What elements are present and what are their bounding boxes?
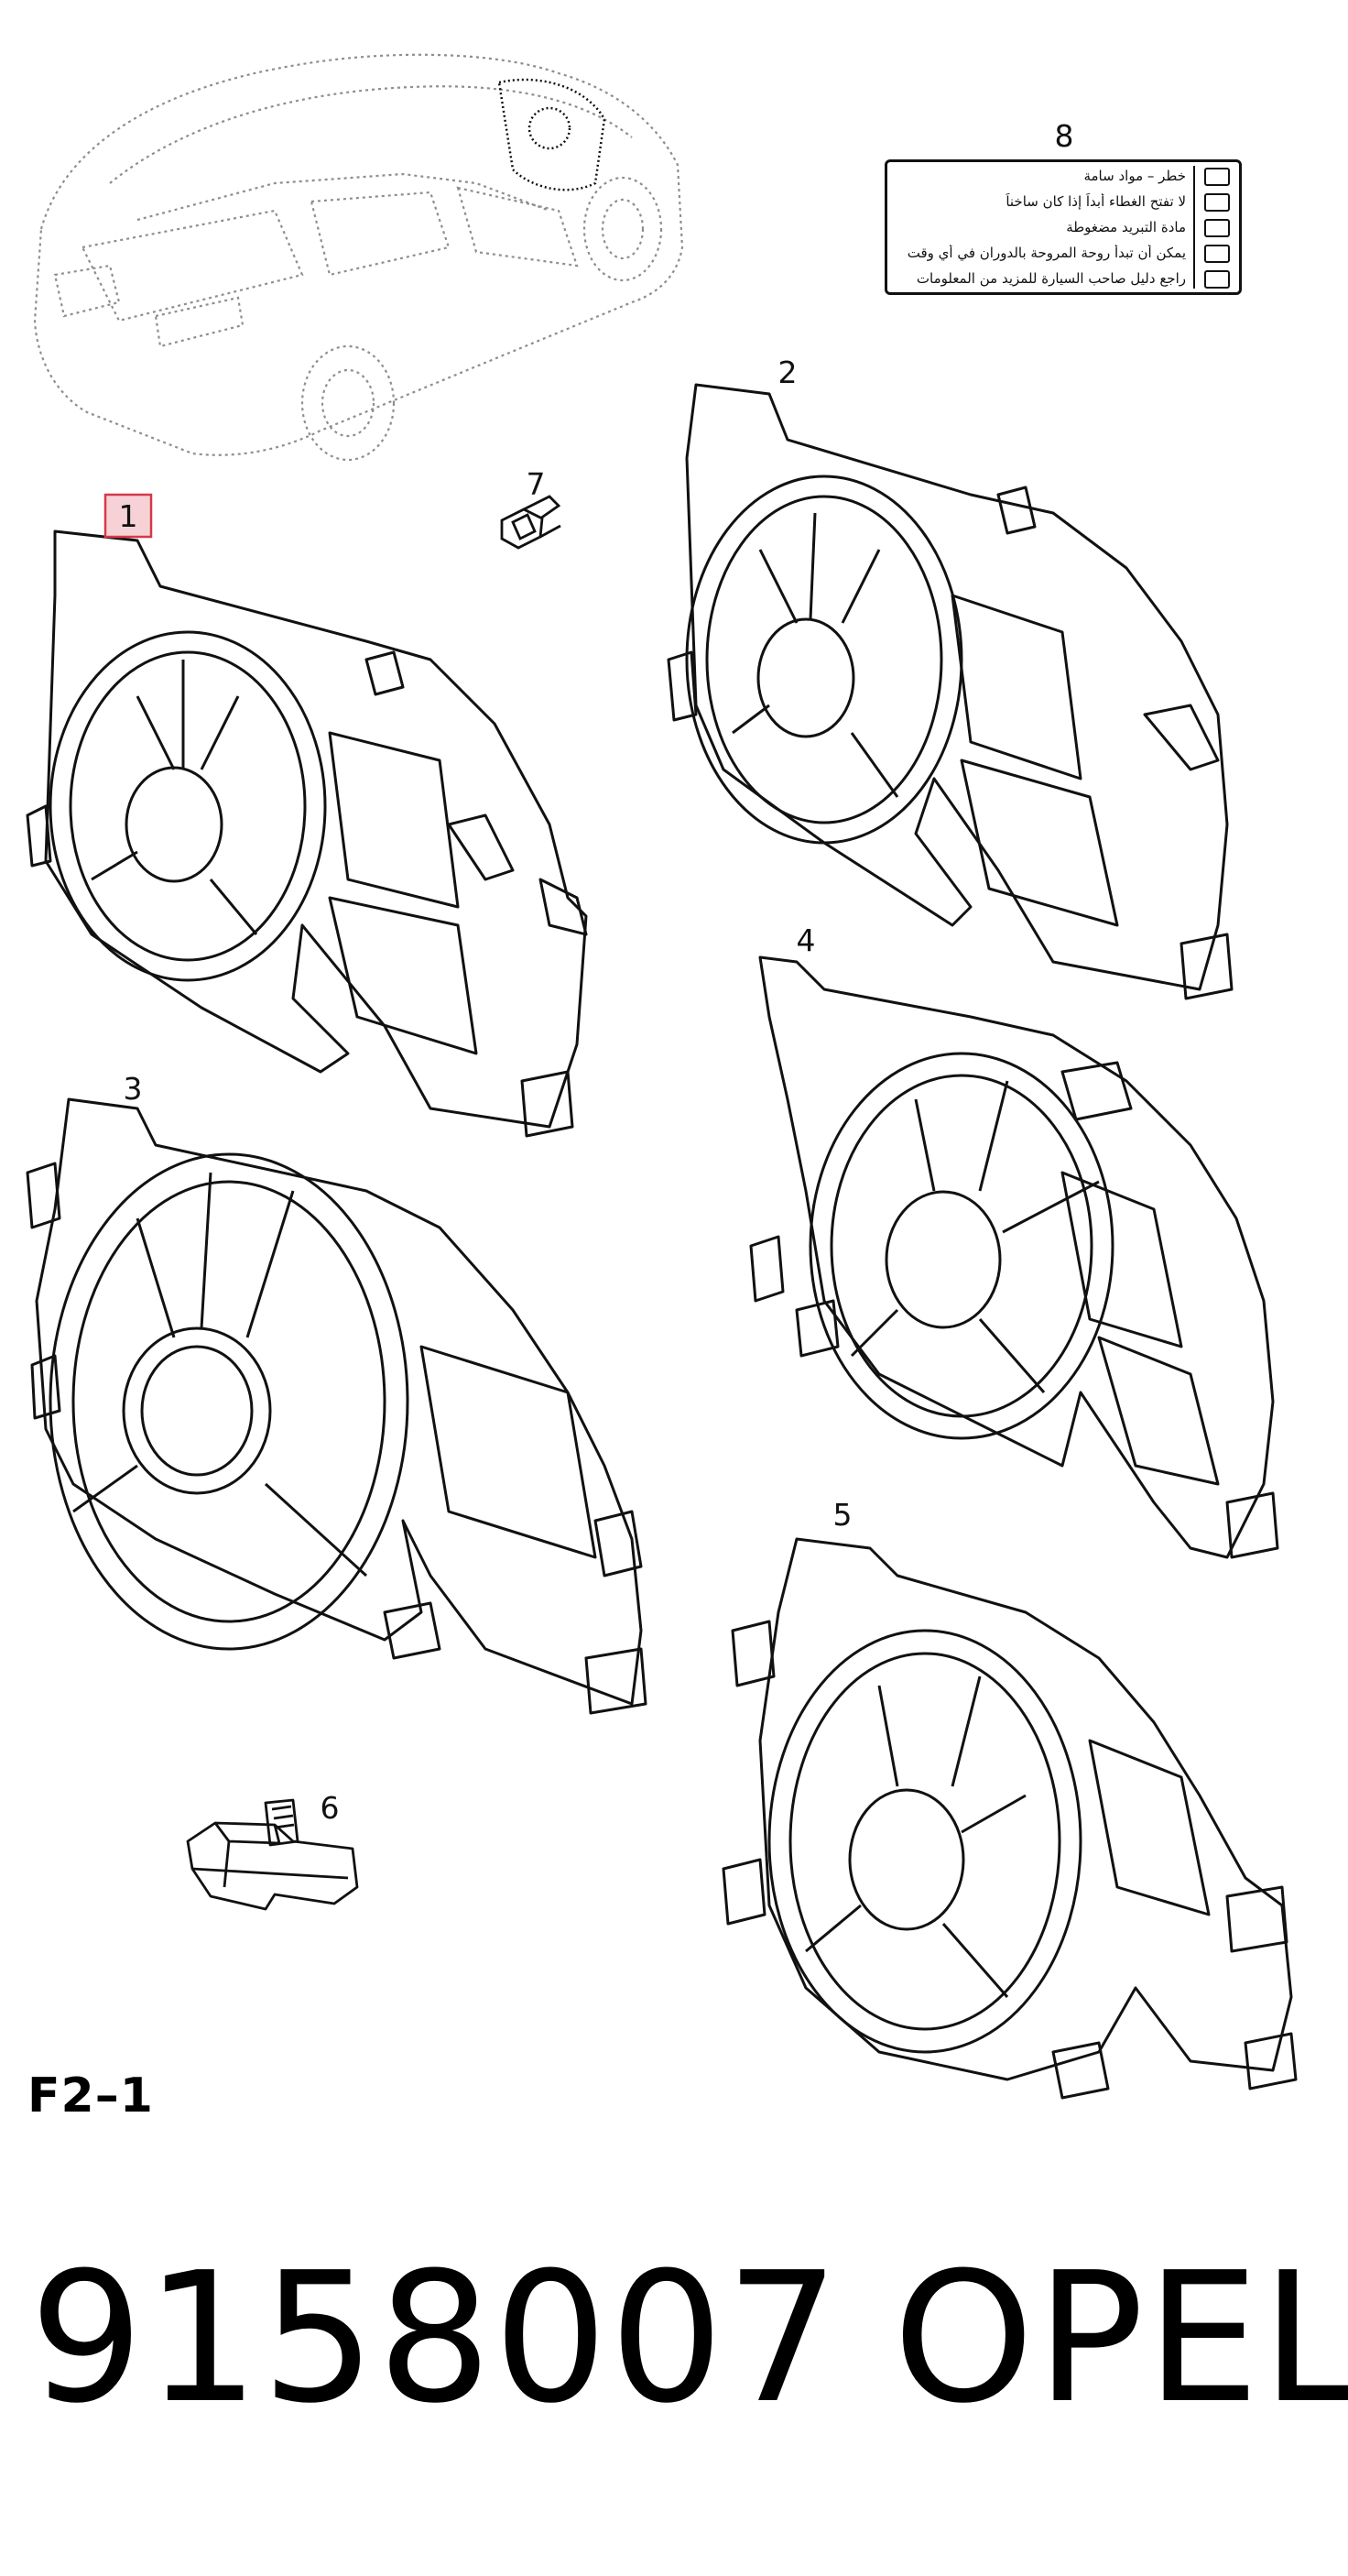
label-line-3: مادة التبريد مضغوطة	[1066, 219, 1186, 235]
warning-triangle-icon	[1204, 168, 1230, 186]
fan-icon	[1204, 245, 1230, 263]
fan-shroud-1	[26, 529, 588, 1138]
callout-2-label[interactable]: 2	[778, 355, 798, 390]
fan-shroud-4	[749, 955, 1279, 1559]
callout-5-label[interactable]: 5	[833, 1497, 853, 1533]
clip-6	[186, 1798, 359, 1911]
label-line-4: يمكن أن تبدأ روحة المروحة بالدوران في أي…	[907, 245, 1186, 261]
callout-1[interactable]: 1	[103, 493, 153, 539]
label-line-1: خطر – مواد سامة	[1083, 168, 1186, 184]
callout-6-label[interactable]: 6	[321, 1790, 340, 1826]
callout-1-label: 1	[119, 498, 138, 534]
callout-3-label[interactable]: 3	[124, 1071, 143, 1107]
fan-shroud-5	[722, 1537, 1298, 2100]
bolt-7	[500, 495, 561, 550]
brand-name: OPEL	[893, 2234, 1348, 2443]
warning-label-8: خطر – مواد سامة لا تفتح الغطاء أبداً إذا…	[885, 159, 1242, 295]
callout-7-label[interactable]: 7	[527, 466, 546, 502]
callout-4-label[interactable]: 4	[797, 922, 816, 958]
label-line-5: راجع دليل صاحب السيارة للمزيد من المعلوم…	[916, 270, 1186, 287]
pressure-icon	[1204, 219, 1230, 237]
book-icon	[1204, 270, 1230, 289]
label-line-2: لا تفتح الغطاء أبداً إذا كان ساخناً	[1006, 193, 1186, 210]
vehicle-outline	[33, 53, 684, 462]
fan-shroud-2	[667, 383, 1234, 1000]
vehicle-highlight-area	[497, 78, 606, 191]
fan-shroud-3	[26, 1097, 647, 1715]
hot-cap-icon	[1204, 193, 1230, 212]
label-divider	[1193, 166, 1195, 289]
section-code: F2–1	[27, 2068, 154, 2123]
part-number: 9158007	[29, 2234, 842, 2443]
callout-8-label[interactable]: 8	[1055, 118, 1074, 154]
